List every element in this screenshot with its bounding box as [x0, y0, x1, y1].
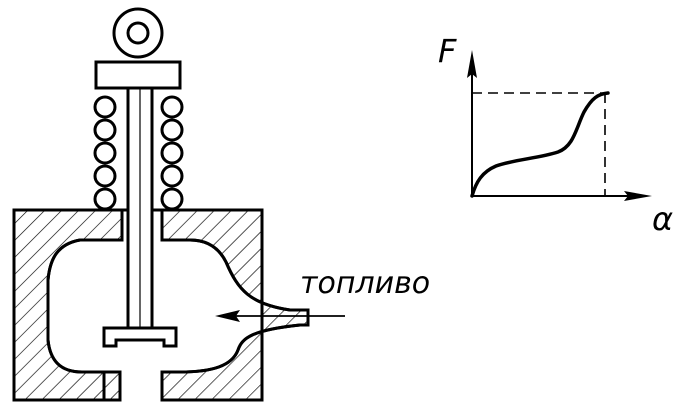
- roller: [112, 7, 164, 59]
- spring-coil-left-4: [93, 164, 117, 188]
- spring-coils: [93, 95, 184, 211]
- graph-y-arrow: [467, 50, 477, 78]
- spring-coil-right-3: [160, 141, 184, 165]
- spring-coil-left-1: [93, 95, 117, 119]
- graph-y-label: F: [438, 32, 457, 70]
- spring-coil-left-5: [93, 187, 117, 211]
- seat-right: [160, 370, 180, 400]
- characteristic-graph: F α: [438, 32, 673, 238]
- spring-coil-right-5: [160, 187, 184, 211]
- graph-x-arrow: [624, 191, 652, 201]
- spring-coil-left-3: [93, 141, 117, 165]
- spring-cap-plate: [94, 60, 182, 90]
- spring-coil-right-1: [160, 95, 184, 119]
- valve-seat: [104, 370, 180, 400]
- fuel-arrow-head: [215, 310, 240, 322]
- spring-coil-left-2: [93, 118, 117, 142]
- valve-disc: [102, 326, 178, 348]
- seat-left: [104, 370, 122, 400]
- spring-coil-right-4: [160, 164, 184, 188]
- fuel-label: топливо: [300, 266, 430, 301]
- fuel-channel-upper-wall: [162, 238, 308, 312]
- roller-inner: [126, 21, 150, 45]
- fuel-channel-lower-wall: [162, 323, 308, 374]
- graph-x-label: α: [652, 200, 673, 238]
- valve-stem: [126, 86, 154, 332]
- valve-head: [102, 326, 178, 348]
- spring-coil-right-2: [160, 118, 184, 142]
- fuel-flow-arrow: [215, 310, 345, 322]
- graph-curve: [470, 91, 610, 198]
- housing-inner-left-contour: [46, 238, 122, 400]
